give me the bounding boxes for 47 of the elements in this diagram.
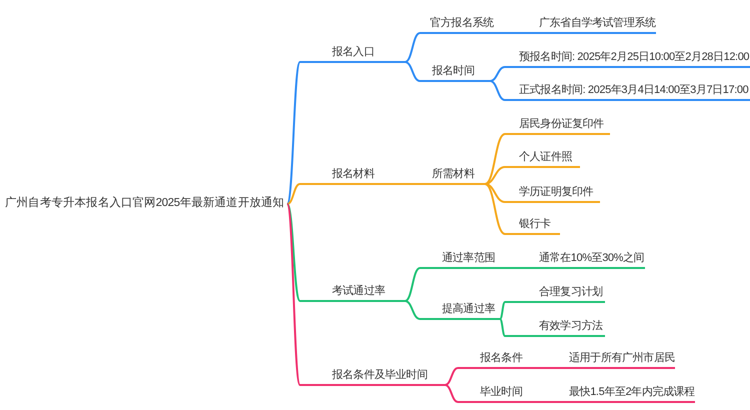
branch-line <box>490 66 506 82</box>
topic-node: 官方报名系统 <box>420 14 498 34</box>
topic-node: 报名条件及毕业时间 <box>300 366 445 386</box>
branch-line <box>286 204 301 386</box>
branch-line <box>286 183 300 205</box>
branch-line <box>404 32 420 63</box>
topic-node: 预报名时间: 2025年2月25日10:00至2月28日12:00 <box>505 48 750 68</box>
topic-node: 居民身份证复印件 <box>505 115 610 135</box>
branch-line <box>484 166 506 185</box>
topic-node: 有效学习方法 <box>505 317 605 337</box>
branch-line <box>498 32 503 34</box>
topic-node: 考试通过率 <box>300 282 405 302</box>
branch-line <box>286 203 301 302</box>
topic-node: 个人证件照 <box>505 148 580 168</box>
topic-node: 通常在10%至30%之间 <box>505 249 645 269</box>
branch-line <box>499 318 506 337</box>
branch-line <box>550 367 555 369</box>
topic-node: 报名入口 <box>300 43 405 63</box>
topic-node: 最快1.5年至2年内完成课程 <box>555 383 695 403</box>
branch-line <box>484 133 506 185</box>
branch-line <box>404 61 420 82</box>
branch-line <box>444 367 458 386</box>
topic-node: 学历证明复印件 <box>505 183 600 203</box>
topic-node: 报名材料 <box>300 165 405 185</box>
branch-line <box>404 267 420 302</box>
branch-line <box>499 301 506 320</box>
branch-line <box>405 183 420 185</box>
topic-node: 提高通过率 <box>420 300 500 320</box>
topic-node: 报名时间 <box>420 62 490 82</box>
branch-line <box>490 80 506 101</box>
topic-node: 适用于所有广州市居民 <box>555 349 676 369</box>
topic-node: 正式报名时间: 2025年3月4日14:00至3月7日17:00 <box>505 81 750 101</box>
topic-node: 广东省自学考试管理系统 <box>503 14 656 34</box>
topic-node: 报名条件 <box>458 349 550 369</box>
branch-line <box>404 300 420 320</box>
branch-line <box>484 183 506 235</box>
topic-node: 通过率范围 <box>420 249 500 269</box>
central-topic: 广州自考专升本报名入口官网2025年最新通道开放通知 <box>5 194 286 214</box>
topic-node: 所需材料 <box>420 165 485 185</box>
topic-node: 合理复习计划 <box>505 283 605 303</box>
topic-node: 毕业时间 <box>458 383 550 403</box>
branch-line <box>484 183 506 203</box>
branch-line <box>500 267 505 269</box>
branch-line <box>550 401 555 403</box>
branch-line <box>444 384 458 403</box>
topic-node: 银行卡 <box>505 215 560 235</box>
branch-line <box>286 62 301 204</box>
